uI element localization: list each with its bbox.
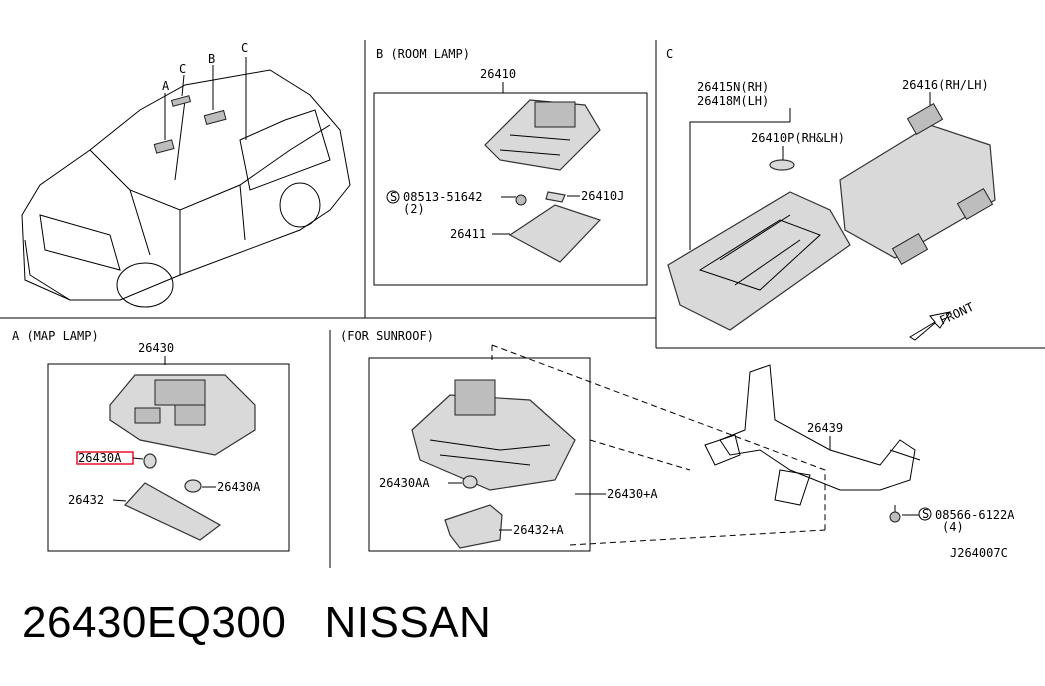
c-lamp-housing	[667, 191, 851, 331]
sunroof-section: (FOR SUNROOF) 26430AA 26430+A 26432+A 26…	[340, 329, 1015, 560]
label-26430: 26430	[138, 341, 174, 355]
label-26430a: 26430A	[217, 480, 261, 494]
sunroof-lens	[444, 504, 503, 549]
svg-text:S: S	[922, 507, 929, 521]
label-08566: 08566-6122A	[935, 508, 1015, 522]
section-c-title: C	[666, 47, 673, 61]
label-qty-2: (2)	[403, 202, 425, 216]
car-label-b: B	[208, 52, 215, 66]
part-number-caption: 26430EQ300 NISSAN	[22, 598, 492, 647]
panel-borders	[0, 40, 1045, 568]
label-26410j: 26410J	[581, 189, 624, 203]
sunroof-title: (FOR SUNROOF)	[340, 329, 434, 343]
section-b-title: B (ROOM LAMP)	[376, 47, 470, 61]
sunroof-lamp-box	[368, 357, 591, 552]
label-26418m: 26418M(LH)	[697, 94, 769, 108]
car-label-c2: C	[241, 41, 248, 55]
front-label: FRONT	[937, 300, 976, 328]
label-26411: 26411	[450, 227, 486, 241]
label-26430aa: 26430AA	[379, 476, 430, 490]
label-26432: 26432	[68, 493, 104, 507]
svg-text:S: S	[390, 190, 397, 204]
car-label-a: A	[162, 79, 170, 93]
car-illustration: A C B C	[21, 41, 351, 308]
map-lamp-section: A (MAP LAMP) 26430 26430A 26430A 26432	[12, 329, 290, 552]
label-qty-4: (4)	[942, 520, 964, 534]
label-26410: 26410	[480, 67, 516, 81]
label-26430a-sunroof: 26430+A	[607, 487, 658, 501]
label-26432a: 26432+A	[513, 523, 564, 537]
label-26410p: 26410P(RH&LH)	[751, 131, 845, 145]
label-26415n: 26415N(RH)	[697, 80, 769, 94]
car-label-c1: C	[179, 62, 186, 76]
room-lamp-lens	[508, 204, 602, 263]
section-a-title: A (MAP LAMP)	[12, 329, 99, 343]
room-lamp-box	[373, 92, 648, 286]
diagram-code: J264007C	[950, 546, 1008, 560]
label-26439: 26439	[807, 421, 843, 435]
room-lamp-section: B (ROOM LAMP) 26410 S 08513-51642 (2) 26…	[373, 47, 648, 286]
label-26416: 26416(RH/LH)	[902, 78, 989, 92]
bracket-26439	[719, 364, 916, 491]
label-26430a-highlight: 26430A	[78, 451, 122, 465]
map-lamp-lens	[124, 482, 222, 541]
label-08513: 08513-51642	[403, 190, 482, 204]
map-lamp-box	[47, 363, 290, 552]
c-section: C 26415N(RH) 26418M(LH) 26410P(RH&LH) 26…	[666, 47, 996, 341]
front-arrow-icon	[909, 311, 952, 341]
